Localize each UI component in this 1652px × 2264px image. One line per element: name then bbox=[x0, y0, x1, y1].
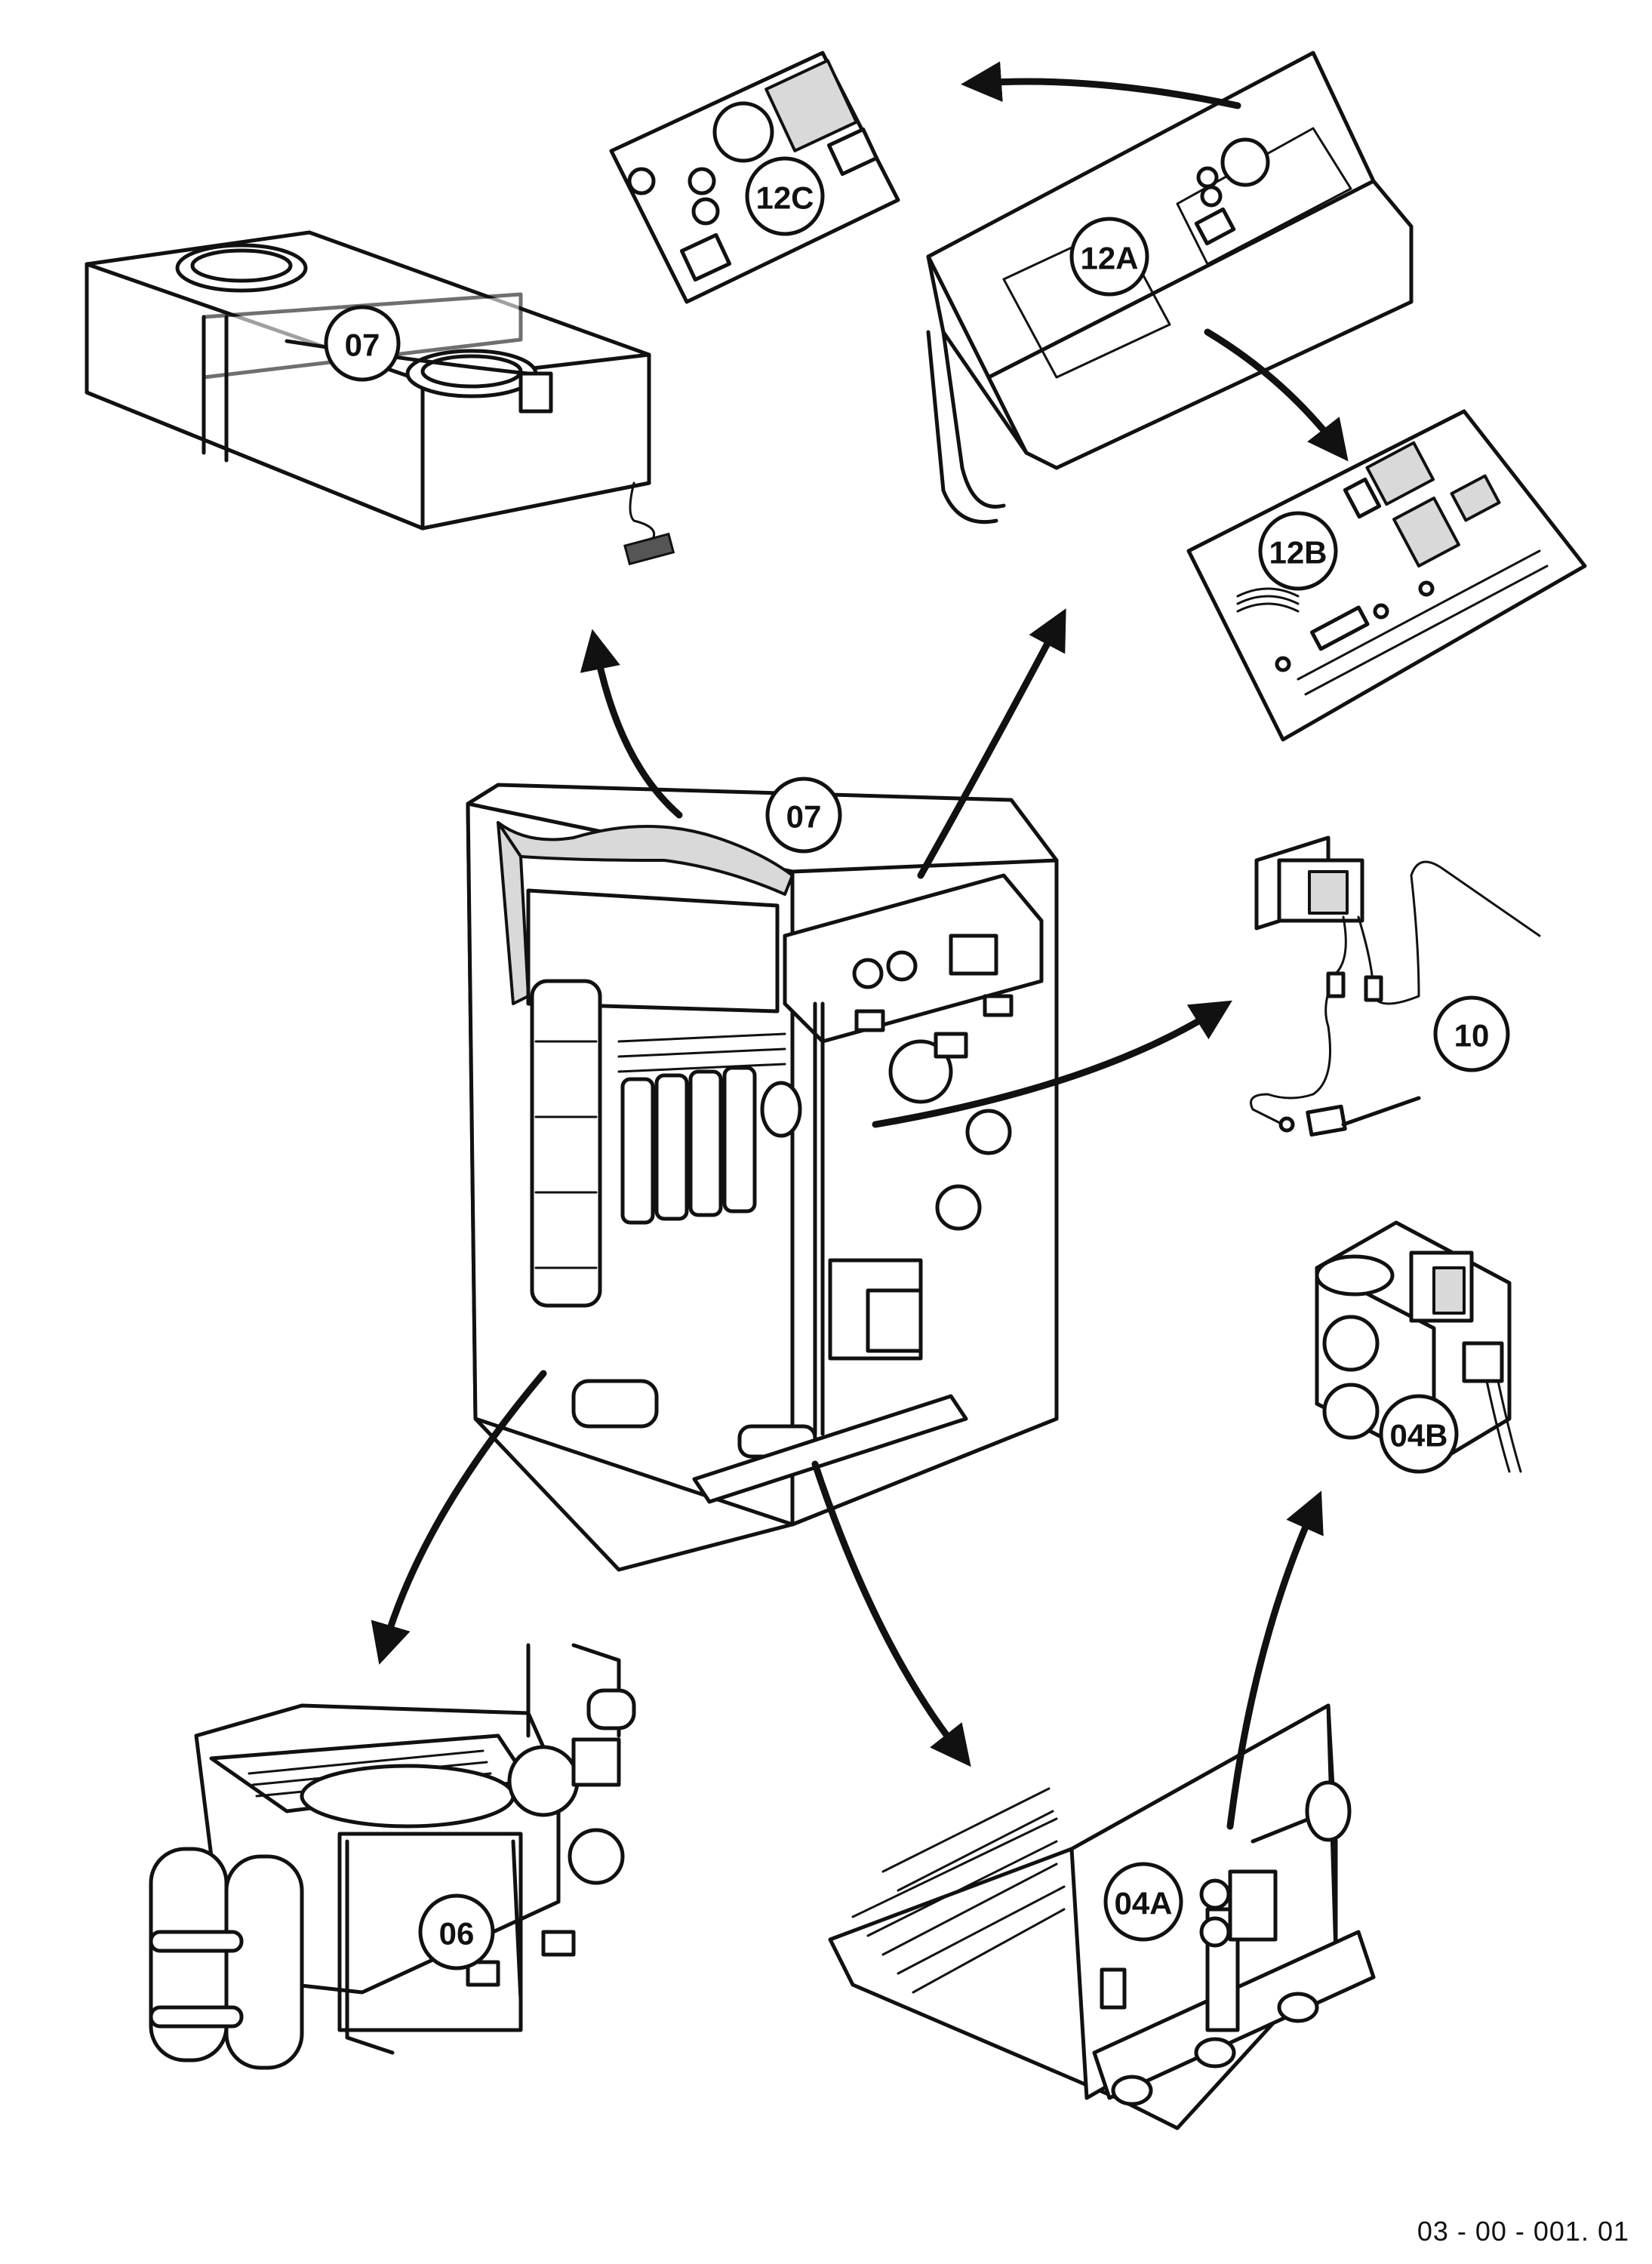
label-control-panel: 12A bbox=[1069, 217, 1149, 297]
label-casing: 07 bbox=[765, 777, 842, 854]
arrow-to-gas-valve bbox=[1226, 1490, 1324, 1830]
drawing-reference-code: 03 - 00 - 001. 01 bbox=[1417, 2216, 1629, 2247]
svg-text:12C: 12C bbox=[755, 180, 814, 216]
explode-arrows bbox=[371, 61, 1349, 1830]
heat-exchanger-component bbox=[149, 1643, 636, 2070]
label-circuit-board: 12B bbox=[1258, 511, 1338, 591]
label-pilot-assembly: 10 bbox=[1433, 995, 1510, 1072]
svg-text:04B: 04B bbox=[1389, 1418, 1447, 1453]
control-panel-component bbox=[926, 51, 1414, 524]
svg-text:04A: 04A bbox=[1114, 1886, 1172, 1921]
label-control-panel-cover: 12C bbox=[745, 156, 825, 236]
burner-assembly-component bbox=[828, 1703, 1376, 2130]
label-heat-exchanger: 06 bbox=[418, 1893, 495, 1970]
arrow-panel-to-board bbox=[1204, 328, 1349, 462]
svg-text:12A: 12A bbox=[1080, 241, 1138, 276]
arrow-panel-to-cover bbox=[961, 61, 1241, 109]
arrow-to-heat-exchanger bbox=[371, 1370, 547, 1665]
label-gas-valve: 04B bbox=[1379, 1394, 1459, 1474]
arrow-to-pilot bbox=[872, 1000, 1232, 1128]
circuit-board-component bbox=[1186, 409, 1587, 742]
svg-text:06: 06 bbox=[439, 1916, 475, 1952]
pilot-assembly-component bbox=[1250, 835, 1541, 1137]
svg-text:12B: 12B bbox=[1269, 535, 1327, 571]
svg-text:10: 10 bbox=[1454, 1018, 1490, 1054]
arrow-to-burner bbox=[811, 1460, 971, 1767]
exchanger-fins bbox=[617, 1032, 786, 1225]
svg-text:07: 07 bbox=[786, 799, 822, 835]
label-air-box: 07 bbox=[324, 305, 401, 382]
air-box-component bbox=[85, 230, 675, 566]
svg-text:07: 07 bbox=[345, 328, 380, 363]
label-burner-assembly: 04A bbox=[1103, 1862, 1183, 1942]
arrow-to-control-panel bbox=[917, 608, 1066, 879]
arrow-to-air-box bbox=[580, 629, 683, 819]
boiler-casing-component bbox=[466, 783, 1059, 1572]
